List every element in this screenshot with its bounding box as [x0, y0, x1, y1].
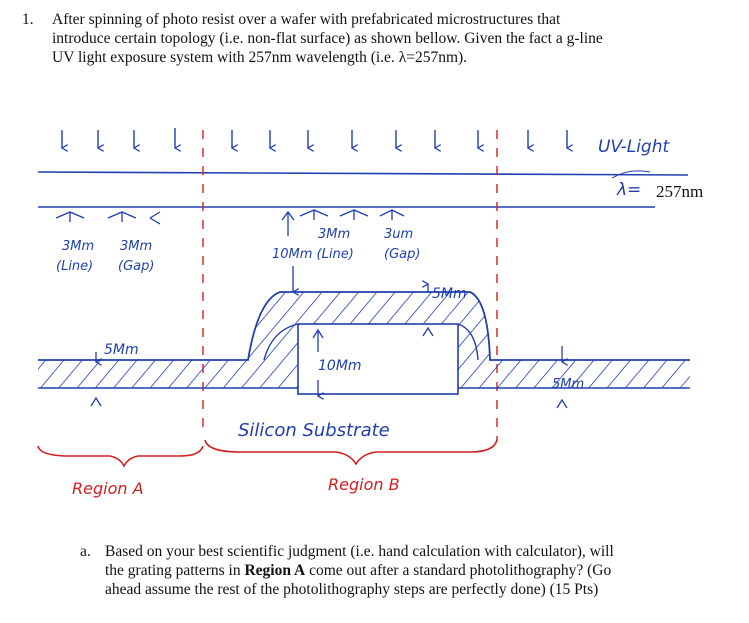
wafer-structure	[38, 291, 690, 395]
region-a-gap-width: 3Mm	[120, 239, 152, 254]
question-line-1: After spinning of photo resist over a wa…	[52, 11, 561, 28]
region-b-brace	[204, 439, 498, 466]
subquestion-number: a.	[80, 543, 91, 560]
subquestion-line-2c: come out after a standard photolithograp…	[305, 562, 612, 579]
question-text: After spinning of photo resist over a wa…	[52, 10, 742, 67]
region-b-line-label: 10Mm (Line)	[272, 247, 354, 262]
region-b-label: Region B	[328, 475, 400, 494]
subquestion-line-2: the grating patterns in Region A come ou…	[105, 561, 730, 580]
region-a-line-kind: (Line)	[56, 259, 93, 274]
question-number: 1.	[22, 11, 34, 28]
subquestion-line-2a: the grating patterns in	[105, 562, 245, 579]
step-height-label: 10Mm	[318, 358, 362, 374]
region-a-gap-kind: (Gap)	[118, 259, 154, 274]
lambda-value: 257nm	[656, 182, 704, 201]
thickness-arrows	[90, 266, 567, 409]
lambda-symbol: λ=	[616, 180, 641, 200]
region-a-brace	[37, 445, 204, 468]
region-a-label: Region A	[72, 479, 144, 498]
subquestion-line-3: ahead assume the rest of the photolithog…	[105, 581, 599, 598]
subquestion-text: Based on your best scientific judgment (…	[105, 542, 730, 599]
resist-thickness-b: 5Mm	[432, 286, 467, 302]
subquestion-line-1: Based on your best scientific judgment (…	[105, 543, 614, 560]
uv-light-label: UV-Light	[598, 137, 670, 157]
region-b-gap-label: (Gap)	[384, 247, 420, 262]
question-line-2: introduce certain topology (i.e. non-fla…	[52, 30, 603, 47]
mask-dimension-marks-b	[281, 209, 405, 236]
substrate-label: Silicon Substrate	[238, 420, 390, 441]
mask-top-line	[37, 171, 689, 176]
region-b-top-width: 3Mm	[318, 227, 350, 242]
question-line-3: UV light exposure system with 257nm wave…	[52, 49, 468, 66]
region-b-top-gap-width: 3um	[384, 227, 413, 242]
uv-arrows	[62, 128, 567, 148]
lambda-pointer	[611, 170, 651, 179]
subquestion-region-a: Region A	[244, 562, 306, 579]
mask-dimension-marks-a	[55, 211, 161, 225]
resist-thickness-right: 5Mm	[552, 377, 584, 392]
resist-thickness-a: 5Mm	[104, 342, 139, 358]
region-a-line-width: 3Mm	[62, 239, 94, 254]
